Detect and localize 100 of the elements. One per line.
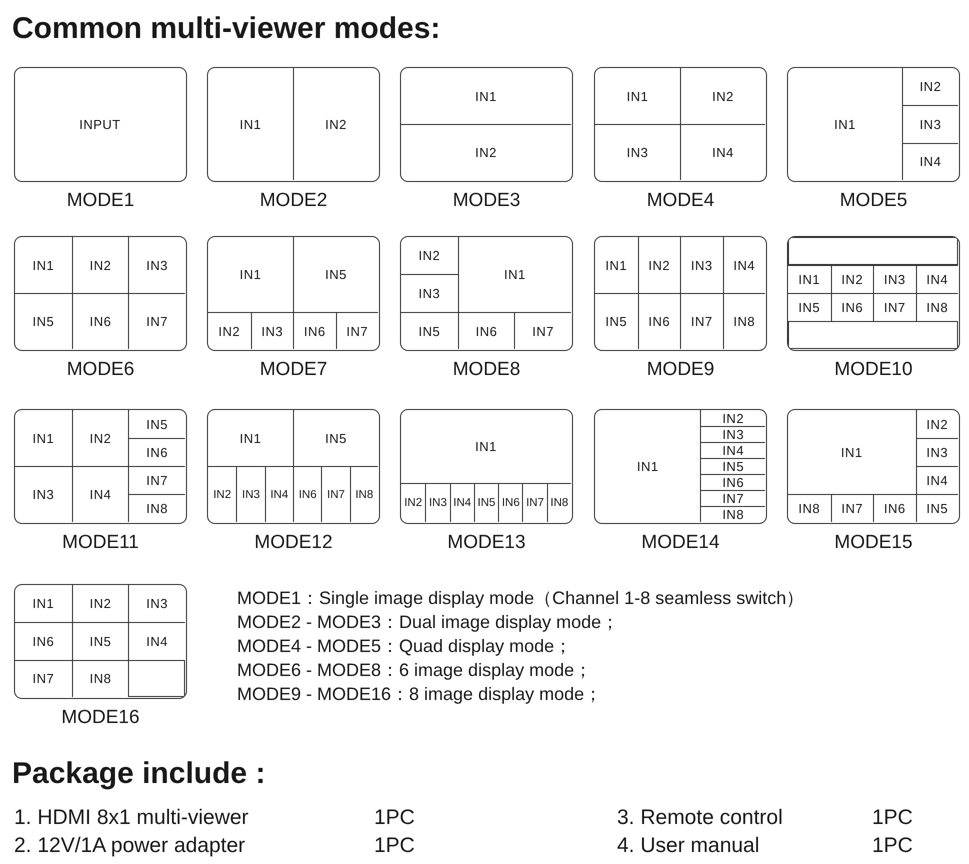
channel-cell: IN5 bbox=[788, 293, 830, 321]
channel-cell: IN1 bbox=[15, 237, 72, 293]
channel-cell: IN4 bbox=[916, 466, 958, 494]
channel-cell: IN3 bbox=[250, 312, 293, 349]
channel-cell: IN4 bbox=[700, 442, 765, 458]
channel-cell: IN3 bbox=[700, 426, 765, 442]
mode-description: MODE4 - MODE5：Quad display mode； bbox=[237, 635, 572, 658]
channel-cell: IN6 bbox=[638, 293, 680, 349]
channel-cell: IN5 bbox=[474, 482, 498, 522]
quantity-text: 1PC bbox=[374, 806, 415, 830]
channel-cell: IN7 bbox=[15, 660, 72, 697]
channel-cell: IN7 bbox=[873, 293, 916, 321]
channel-cell: IN2 bbox=[208, 312, 250, 349]
channel-cell: IN5 bbox=[700, 458, 765, 474]
empty-cell bbox=[788, 321, 958, 349]
channel-cell: IN1 bbox=[401, 68, 571, 124]
channel-cell: IN8 bbox=[350, 466, 378, 522]
channel-cell: IN3 bbox=[873, 265, 916, 293]
channel-cell: IN1 bbox=[788, 265, 830, 293]
channel-cell: IN1 bbox=[595, 68, 680, 124]
channel-cell: IN4 bbox=[722, 237, 765, 293]
quantity-text: 1PC bbox=[872, 806, 913, 830]
channel-cell: IN1 bbox=[208, 237, 293, 312]
channel-cell: IN7 bbox=[700, 490, 765, 506]
channel-cell: IN2 bbox=[293, 68, 378, 180]
channel-cell: IN3 bbox=[15, 466, 72, 522]
channel-cell: IN8 bbox=[722, 293, 765, 349]
channel-cell: IN5 bbox=[293, 410, 378, 466]
channel-cell: IN7 bbox=[336, 312, 378, 349]
package-item: 4. User manual bbox=[617, 834, 760, 858]
channel-cell: IN5 bbox=[128, 410, 185, 438]
channel-cell: IN2 bbox=[401, 237, 458, 274]
channel-cell: IN2 bbox=[638, 237, 680, 293]
channel-cell: IN4 bbox=[680, 124, 765, 180]
channel-cell: IN1 bbox=[208, 68, 293, 180]
channel-cell: IN2 bbox=[902, 68, 958, 106]
channel-cell: IN7 bbox=[680, 293, 722, 349]
section-heading: Package include : bbox=[12, 757, 266, 791]
empty-cell bbox=[788, 237, 958, 265]
quantity-text: 1PC bbox=[374, 834, 415, 858]
empty-cell bbox=[128, 660, 185, 697]
channel-cell: IN6 bbox=[498, 482, 522, 522]
channel-cell: IN1 bbox=[208, 410, 293, 466]
channel-cell: IN6 bbox=[128, 438, 185, 466]
mode-caption: MODE3 bbox=[452, 190, 520, 212]
mode-description: MODE6 - MODE8：6 image display mode； bbox=[237, 659, 592, 682]
channel-cell: IN7 bbox=[128, 293, 185, 349]
channel-cell: IN7 bbox=[321, 466, 350, 522]
section-heading: Common multi-viewer modes: bbox=[12, 12, 440, 46]
channel-cell: IN6 bbox=[293, 466, 322, 522]
package-item: 3. Remote control bbox=[617, 806, 783, 830]
channel-cell: IN7 bbox=[514, 312, 571, 349]
channel-cell: IN8 bbox=[128, 494, 185, 522]
channel-cell: IN1 bbox=[15, 410, 72, 466]
mode-caption: MODE5 bbox=[840, 190, 908, 212]
channel-cell: IN8 bbox=[72, 660, 128, 697]
channel-cell: IN3 bbox=[236, 466, 265, 522]
channel-cell: IN6 bbox=[873, 494, 916, 522]
channel-cell: IN7 bbox=[830, 494, 873, 522]
channel-cell: IN6 bbox=[458, 312, 514, 349]
channel-cell: IN5 bbox=[293, 237, 378, 312]
channel-cell: IN7 bbox=[522, 482, 547, 522]
channel-cell: IN6 bbox=[15, 622, 72, 660]
channel-cell: IN3 bbox=[916, 438, 958, 466]
channel-cell: IN4 bbox=[264, 466, 293, 522]
channel-cell: IN1 bbox=[595, 237, 638, 293]
channel-cell: IN3 bbox=[425, 482, 450, 522]
mode-caption: MODE4 bbox=[646, 190, 714, 212]
mode-caption: MODE1 bbox=[66, 190, 134, 212]
channel-cell: IN5 bbox=[72, 622, 128, 660]
channel-cell: IN6 bbox=[700, 474, 765, 490]
channel-cell: IN6 bbox=[72, 293, 128, 349]
channel-cell: IN3 bbox=[128, 585, 185, 622]
channel-cell: IN2 bbox=[916, 410, 958, 438]
channel-cell: IN8 bbox=[788, 494, 830, 522]
channel-cell: IN4 bbox=[916, 265, 958, 293]
channel-cell: IN6 bbox=[293, 312, 336, 349]
channel-cell: IN2 bbox=[72, 410, 128, 466]
mode-description: MODE9 - MODE16：8 image display mode； bbox=[237, 683, 602, 706]
channel-cell: IN7 bbox=[128, 466, 185, 494]
mode-caption: MODE13 bbox=[447, 532, 526, 554]
mode-caption: MODE16 bbox=[61, 707, 140, 729]
mode-description: MODE2 - MODE3：Dual image display mode； bbox=[237, 611, 620, 634]
channel-cell: IN8 bbox=[700, 506, 765, 522]
channel-cell: IN1 bbox=[788, 68, 902, 180]
channel-cell: IN6 bbox=[830, 293, 873, 321]
package-item: 2. 12V/1A power adapter bbox=[14, 834, 246, 858]
channel-cell: IN3 bbox=[595, 124, 680, 180]
channel-cell: IN3 bbox=[401, 274, 458, 312]
channel-cell: IN4 bbox=[450, 482, 474, 522]
channel-cell: INPUT bbox=[15, 68, 185, 180]
channel-cell: IN2 bbox=[680, 68, 765, 124]
mode-caption: MODE15 bbox=[834, 532, 913, 554]
mode-caption: MODE2 bbox=[260, 190, 328, 212]
channel-cell: IN2 bbox=[830, 265, 873, 293]
mode-description: MODE1：Single image display mode（Channel 1-8 seamless switch） bbox=[237, 587, 804, 610]
channel-cell: IN4 bbox=[902, 142, 958, 180]
channel-cell: IN2 bbox=[700, 410, 765, 426]
package-item: 1. HDMI 8x1 multi-viewer bbox=[14, 806, 249, 830]
mode-caption: MODE12 bbox=[254, 532, 333, 554]
